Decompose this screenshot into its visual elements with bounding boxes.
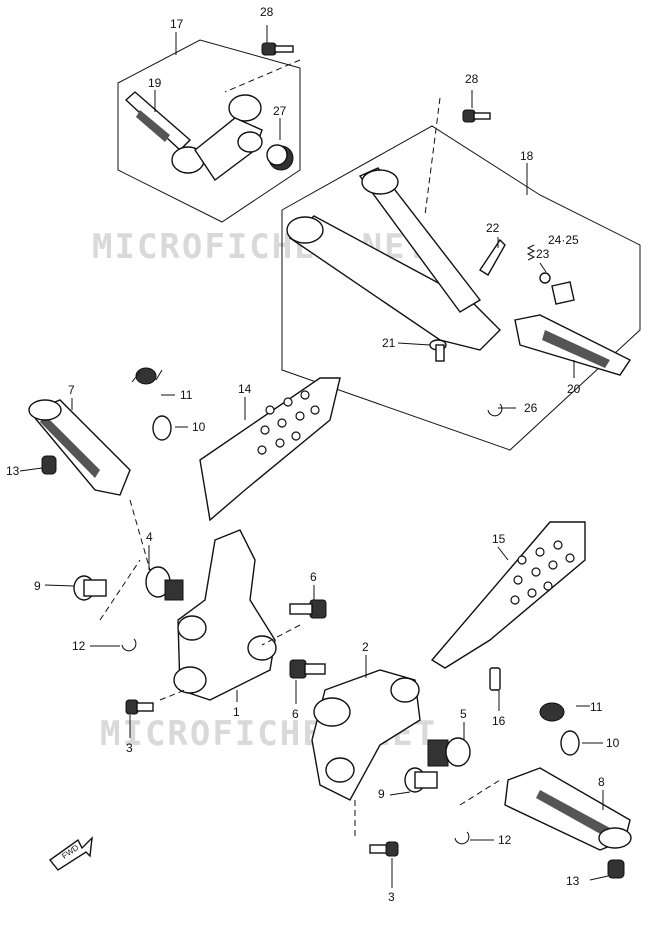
callout-20: 20 bbox=[567, 382, 581, 396]
bolt-6-left-bottom bbox=[289, 659, 326, 679]
leader-lines bbox=[19, 32, 609, 888]
callout-16: 16 bbox=[492, 714, 506, 728]
callout-11a: 11 bbox=[180, 388, 193, 402]
callout-22: 22 bbox=[486, 221, 500, 235]
callout-3a: 3 bbox=[126, 741, 133, 755]
bolt-28-right bbox=[462, 109, 491, 123]
callout-21: 21 bbox=[382, 336, 396, 350]
callout-12a: 12 bbox=[72, 639, 86, 653]
callout-26: 26 bbox=[524, 401, 538, 415]
callout-10b: 10 bbox=[606, 736, 620, 750]
bracket-1 bbox=[173, 529, 277, 701]
box-18 bbox=[281, 125, 641, 451]
callout-28a: 28 bbox=[260, 5, 274, 19]
box-17 bbox=[117, 39, 301, 223]
callout-9a: 9 bbox=[34, 579, 41, 593]
callout-11b: 11 bbox=[590, 700, 603, 714]
callout-9b: 9 bbox=[378, 787, 385, 801]
callout-27: 27 bbox=[273, 104, 287, 118]
spring-22 bbox=[526, 244, 536, 261]
pivot-5 bbox=[427, 737, 471, 767]
callout-19: 19 bbox=[148, 76, 162, 90]
bolt-3-left bbox=[125, 699, 154, 715]
callout-6b: 6 bbox=[292, 707, 299, 721]
callout-23: 23 bbox=[536, 247, 550, 261]
callout-13a: 13 bbox=[6, 464, 20, 478]
callout-15: 15 bbox=[492, 532, 506, 546]
callout-6a: 6 bbox=[310, 570, 317, 584]
pin-9-left bbox=[73, 575, 107, 601]
callout-5: 5 bbox=[460, 707, 467, 721]
callout-8: 8 bbox=[598, 775, 605, 789]
ball-23 bbox=[539, 272, 551, 284]
heel-guard-15 bbox=[430, 521, 586, 669]
callouts: 17 28 19 27 28 18 22 23 24·25 21 20 26 7… bbox=[6, 5, 620, 904]
heel-guard-14 bbox=[199, 377, 341, 522]
callout-10a: 10 bbox=[192, 420, 206, 434]
footpeg-20 bbox=[514, 314, 632, 376]
bushing-10-right bbox=[560, 730, 580, 756]
clip-26 bbox=[487, 403, 503, 417]
callout-17: 17 bbox=[170, 17, 184, 31]
pivot-4 bbox=[145, 566, 184, 601]
bolt-13-right bbox=[607, 859, 625, 879]
callout-18: 18 bbox=[520, 149, 534, 163]
bolt-3-right bbox=[369, 841, 399, 857]
lever-19 bbox=[124, 91, 263, 182]
pin-9-right bbox=[404, 767, 438, 793]
callout-1: 1 bbox=[233, 705, 240, 719]
footpeg-8 bbox=[504, 767, 632, 851]
callout-24-25: 24·25 bbox=[548, 233, 579, 247]
bracket-2 bbox=[311, 669, 421, 801]
callout-4: 4 bbox=[146, 530, 153, 544]
callout-28b: 28 bbox=[465, 72, 479, 86]
bushing-27 bbox=[266, 144, 294, 171]
bushing-10-left bbox=[152, 415, 172, 441]
callout-13b: 13 bbox=[566, 874, 580, 888]
callout-7: 7 bbox=[68, 383, 75, 397]
callout-12b: 12 bbox=[498, 833, 512, 847]
bolt-28-top bbox=[261, 25, 294, 56]
clip-12-left bbox=[121, 638, 137, 652]
bolt-6-left-top bbox=[289, 599, 327, 619]
bolt-13-left bbox=[41, 455, 57, 475]
bolt-16 bbox=[489, 667, 501, 691]
callout-14: 14 bbox=[238, 382, 252, 396]
spring-11-right bbox=[539, 702, 565, 722]
footpeg-7 bbox=[28, 399, 131, 496]
clip-12-right bbox=[454, 831, 470, 845]
plate-24-25 bbox=[551, 281, 575, 305]
pin-21 bbox=[429, 339, 447, 362]
fwd-arrow-icon: FWD bbox=[48, 836, 93, 871]
spring-11-left bbox=[131, 367, 163, 385]
callout-3b: 3 bbox=[388, 890, 395, 904]
callout-2: 2 bbox=[362, 640, 369, 654]
